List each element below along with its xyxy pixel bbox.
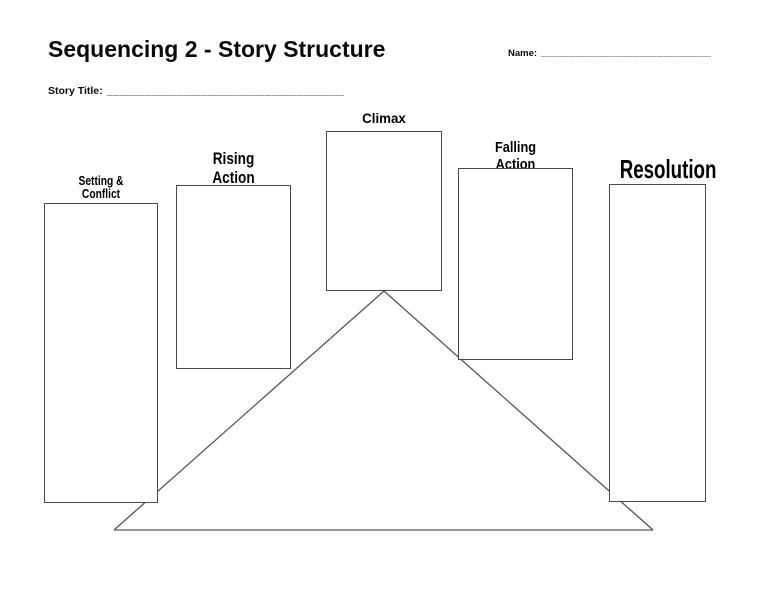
falling-action-label-line1: Falling bbox=[494, 139, 537, 156]
page-title: Sequencing 2 - Story Structure bbox=[48, 36, 386, 62]
setting-conflict-label-line2: Conflict bbox=[81, 187, 121, 201]
climax-label: Climax bbox=[329, 110, 439, 126]
rising-action-label: Rising Action bbox=[188, 149, 280, 187]
rising-action-label-line2: Action bbox=[212, 168, 255, 187]
story-title-blank-line: ________________________________________… bbox=[106, 85, 344, 97]
setting-conflict-box bbox=[44, 203, 158, 503]
story-title-label: Story Title: bbox=[48, 85, 103, 97]
resolution-label-line1: Resolution bbox=[619, 154, 717, 184]
falling-action-box bbox=[458, 168, 573, 360]
name-label: Name: bbox=[508, 48, 538, 59]
setting-conflict-label: Setting & Conflict bbox=[54, 175, 147, 201]
story-title-field: Story Title: ___________________________… bbox=[48, 85, 344, 97]
rising-action-box bbox=[176, 185, 291, 369]
rising-action-label-line1: Rising bbox=[212, 149, 255, 168]
resolution-box bbox=[609, 184, 706, 502]
name-field: Name: __________________________________ bbox=[508, 48, 711, 59]
climax-label-line1: Climax bbox=[362, 110, 406, 126]
setting-conflict-label-line1: Setting & bbox=[78, 174, 124, 188]
climax-box bbox=[326, 131, 442, 291]
name-blank-line: __________________________________ bbox=[541, 48, 711, 59]
resolution-label: Resolution bbox=[619, 154, 717, 184]
